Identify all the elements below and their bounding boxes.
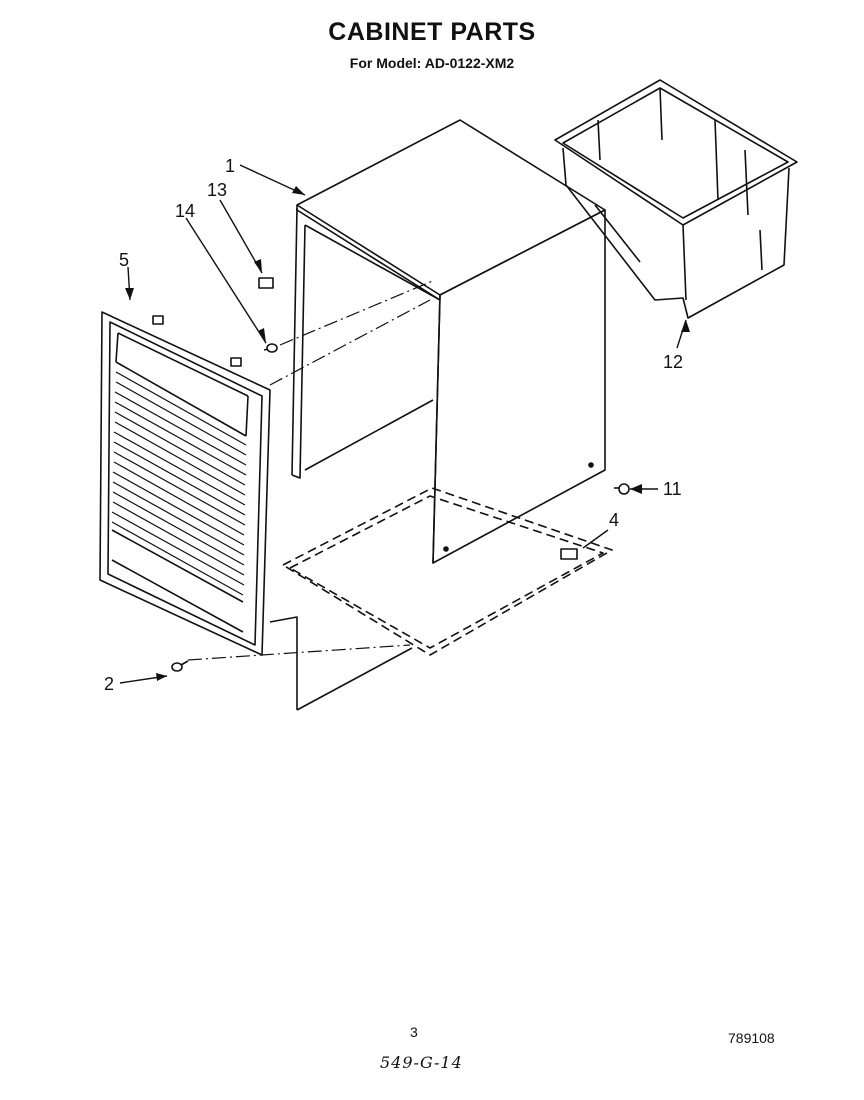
callout-14-label: 14 bbox=[175, 201, 195, 221]
grille-mount-line bbox=[269, 616, 298, 710]
callout-4-label: 4 bbox=[609, 510, 619, 530]
callout-1-label: 1 bbox=[225, 156, 235, 176]
page-number: 3 bbox=[410, 1024, 418, 1040]
callout-5-label: 5 bbox=[119, 250, 129, 270]
callout-leaders bbox=[119, 164, 687, 684]
callout-11-label: 11 bbox=[663, 479, 682, 499]
callout-12-label: 12 bbox=[663, 352, 683, 372]
part-13-clip bbox=[258, 277, 274, 289]
handwritten-note: 549-G-14 bbox=[380, 1053, 463, 1072]
base-pan-part bbox=[282, 487, 613, 656]
grille-mount-line-2 bbox=[296, 647, 413, 711]
part-2-screw bbox=[171, 660, 189, 672]
alignment-lines bbox=[187, 279, 436, 661]
callout-arrowheads bbox=[125, 186, 690, 681]
part-14-screw bbox=[263, 343, 278, 353]
bucket-part bbox=[554, 79, 798, 319]
model-subtitle: For Model: AD-0122-XM2 bbox=[349, 55, 515, 71]
cabinet-part bbox=[291, 119, 606, 564]
front-grille-part bbox=[99, 311, 271, 656]
callout-2-label: 2 bbox=[104, 674, 114, 694]
page-title: CABINET PARTS bbox=[328, 18, 536, 46]
part-4-knob bbox=[560, 548, 578, 560]
part-11-screw bbox=[614, 483, 630, 495]
document-code: 789108 bbox=[728, 1030, 775, 1046]
callout-13-label: 13 bbox=[207, 180, 227, 200]
